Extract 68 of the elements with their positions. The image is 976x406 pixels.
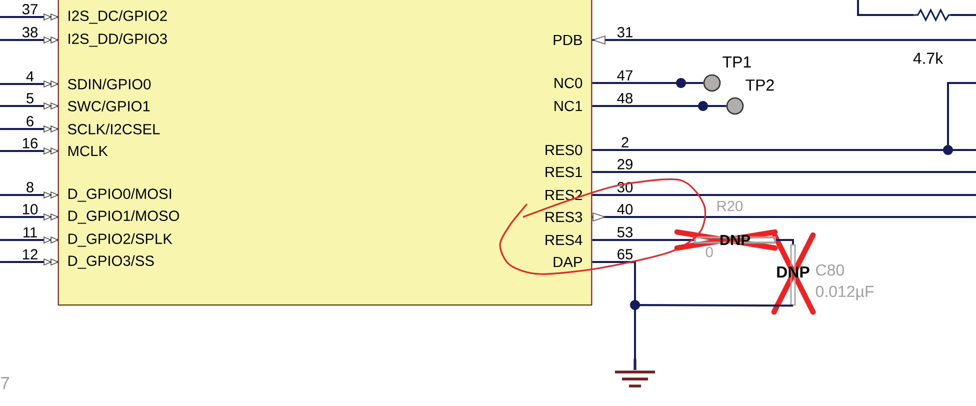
- pin-wire: [0, 258, 60, 266]
- wire: [630, 300, 793, 370]
- pin-wire: [0, 80, 60, 88]
- pin-name: NC1: [554, 100, 582, 112]
- ground-symbol: [614, 358, 656, 388]
- wire: [592, 239, 694, 241]
- pin-wire: [0, 36, 60, 44]
- wire: [592, 101, 726, 111]
- pin-wire: [0, 13, 60, 21]
- pin-name: SDIN/GPIO0: [68, 78, 151, 90]
- pin-number: 53: [617, 227, 632, 238]
- pin-number: 10: [22, 204, 38, 214]
- component-label: 0.012µF: [816, 286, 874, 300]
- pin-number: 4: [26, 71, 34, 82]
- pin-wire: [0, 102, 60, 110]
- pin-name: I2S_DC/GPIO2: [68, 10, 167, 24]
- component-label: DNP: [720, 234, 750, 246]
- pin-name: RES1: [546, 166, 582, 178]
- pin-name: RES4: [546, 234, 582, 246]
- pin-number: 31: [617, 27, 632, 38]
- pin-name: DAP: [554, 256, 582, 268]
- wire: [592, 78, 704, 88]
- test-point-label: TP1: [722, 56, 751, 68]
- pin-number: 29: [618, 159, 632, 170]
- pin-wire: [0, 213, 60, 221]
- wire: [592, 171, 976, 173]
- pin-number: 2: [622, 137, 628, 148]
- pin-number: 40: [617, 204, 633, 214]
- component-label: R20: [717, 200, 743, 212]
- pin-name: SCLK/I2CSEL: [68, 124, 160, 134]
- pin-number: 11: [24, 227, 37, 238]
- wire: [776, 239, 794, 244]
- sheet-number: 7: [1, 377, 10, 389]
- component-label: 0: [706, 246, 713, 258]
- pin-name: RES0: [546, 144, 582, 156]
- resistor: [914, 8, 950, 22]
- pin-number: 38: [22, 27, 38, 38]
- pin-name: D_GPIO1/MOSO: [68, 210, 180, 224]
- pin-number: 8: [26, 182, 34, 192]
- pin-wire: [0, 125, 60, 133]
- pin-name: PDB: [554, 34, 582, 46]
- pin-name: D_GPIO0/MOSI: [68, 188, 172, 202]
- pin-number: 47: [617, 70, 632, 80]
- pin-number: 65: [618, 249, 633, 260]
- wire: [950, 14, 976, 16]
- pin-number: 16: [22, 138, 38, 148]
- pin-name: D_GPIO3/SS: [68, 255, 154, 269]
- pin-name: D_GPIO2/SPLK: [68, 233, 172, 247]
- pin-number: 6: [26, 116, 34, 126]
- component-label: C80: [816, 264, 844, 276]
- pin-wire: [0, 147, 60, 155]
- wire: [857, 0, 914, 16]
- pin-number: 48: [617, 93, 632, 104]
- test-point-label: TP2: [746, 79, 774, 91]
- pin-name: SWC/GPIO1: [68, 100, 150, 112]
- component-value: 4.7k: [913, 52, 944, 64]
- wire: [592, 194, 976, 196]
- pin-number: 37: [22, 4, 38, 14]
- pin-wire: [0, 236, 60, 244]
- pin-name: RES2: [546, 190, 582, 200]
- pin-wire: [0, 191, 60, 199]
- pin-name: NC0: [554, 78, 582, 88]
- pin-number: 5: [26, 93, 34, 104]
- pin-name: I2S_DD/GPIO3: [68, 33, 167, 47]
- pin-number: 12: [22, 249, 38, 260]
- pin-name: MCLK: [68, 146, 108, 156]
- wire: [591, 82, 976, 155]
- pin-name: RES3: [546, 212, 582, 222]
